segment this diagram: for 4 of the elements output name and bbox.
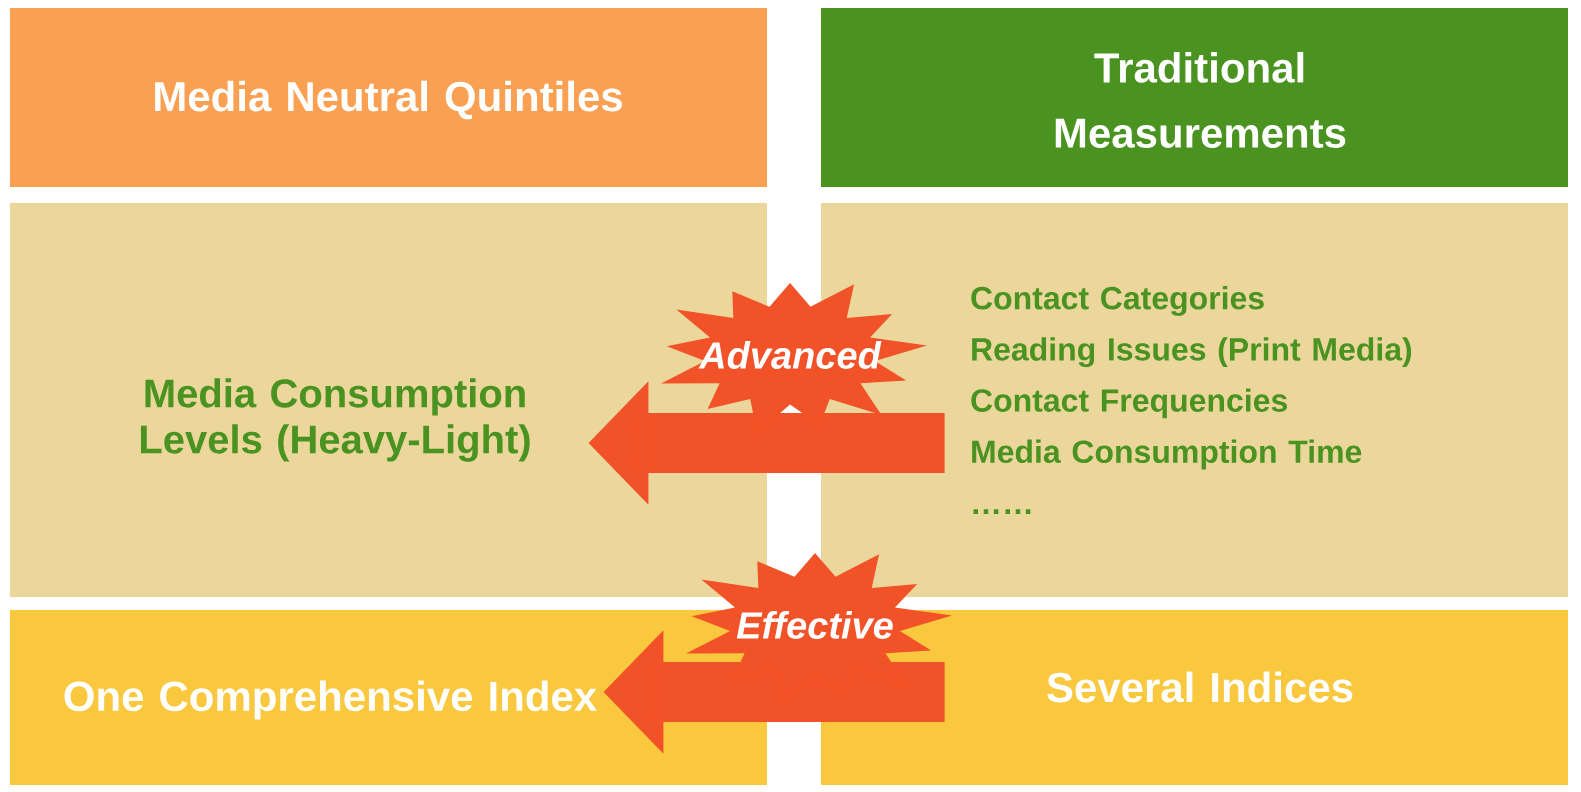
header-box: Traditional Measurements [821,8,1568,187]
starburst-label: Advanced [661,283,927,433]
header-box: Media Neutral Quintiles [10,8,767,187]
starburst-label: Effective [686,553,952,703]
